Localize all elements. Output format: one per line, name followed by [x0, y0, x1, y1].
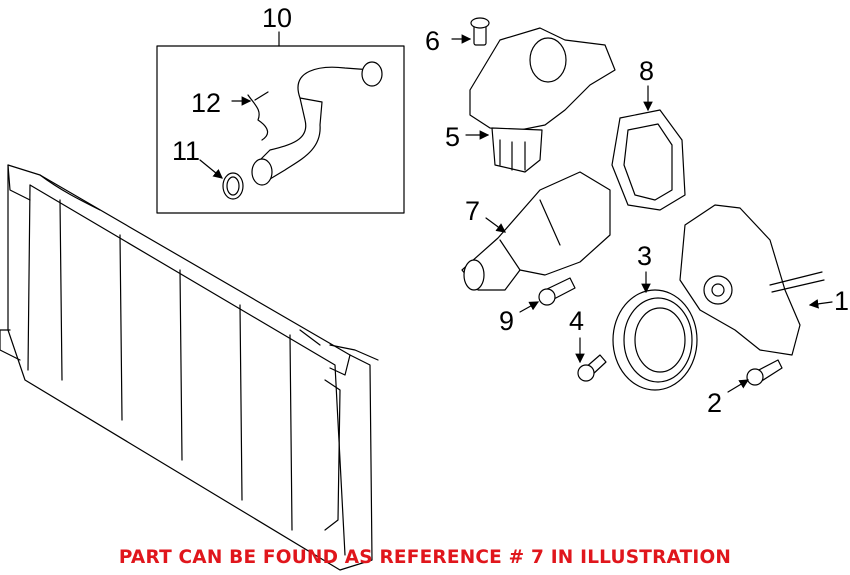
callout-4: 4 — [569, 306, 584, 336]
water-pump — [679, 204, 825, 356]
pulley — [612, 289, 698, 391]
bolt — [538, 277, 576, 306]
reference-caption: PART CAN BE FOUND AS REFERENCE # 7 IN IL… — [118, 547, 732, 568]
radiator — [0, 164, 379, 571]
callout-9: 9 — [499, 306, 514, 336]
leader-arrows — [199, 34, 833, 393]
callout-8: 8 — [639, 56, 654, 86]
callout-1: 1 — [834, 286, 849, 316]
coolant-flange — [461, 171, 611, 291]
callout-6: 6 — [425, 26, 440, 56]
callout-11: 11 — [172, 136, 200, 166]
callout-12: 12 — [191, 88, 221, 118]
callout-2: 2 — [707, 388, 722, 418]
bolt — [746, 359, 783, 386]
hose-kit-box — [156, 31, 405, 214]
callout-10: 10 — [262, 3, 292, 33]
bolt — [470, 17, 490, 46]
bolt — [577, 354, 607, 382]
gasket — [611, 109, 686, 211]
callout-7: 7 — [465, 196, 480, 226]
thermostat-housing — [469, 27, 616, 173]
callout-3: 3 — [637, 241, 652, 271]
callout-5: 5 — [445, 122, 460, 152]
